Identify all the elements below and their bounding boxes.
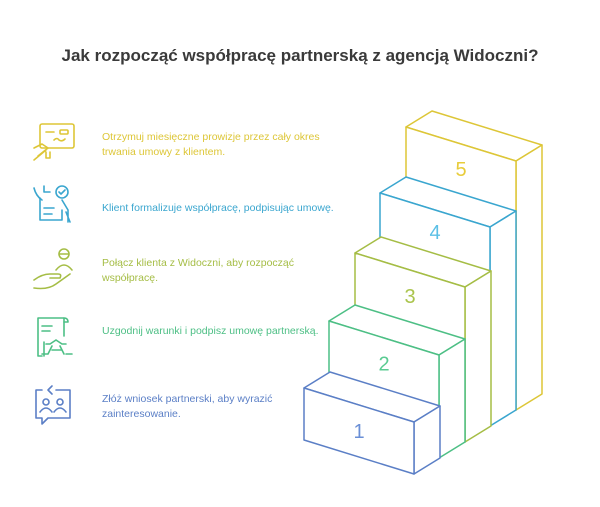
step-number-1: 1 xyxy=(353,421,364,443)
people-chat-icon xyxy=(35,385,71,425)
signing-document-icon xyxy=(33,185,71,223)
payment-card-icon xyxy=(33,123,75,161)
step-2-side-face xyxy=(438,338,466,459)
step-text-2: Uzgodnij warunki i podpisz umowę partner… xyxy=(102,325,319,337)
step-number-2: 2 xyxy=(378,354,389,376)
step-number-3: 3 xyxy=(404,286,415,308)
step-number-4: 4 xyxy=(429,222,440,244)
contract-handshake-icon xyxy=(37,317,73,357)
step-item-4: Klient formalizuje współpracę, podpisują… xyxy=(30,182,350,226)
page-title: Jak rozpocząć współpracę partnerską z ag… xyxy=(61,46,539,65)
step-1-front-face xyxy=(303,387,415,475)
step-text-4: Klient formalizuje współpracę, podpisują… xyxy=(102,202,334,214)
step-item-1: Złóż wniosek partnerski, aby wyrazić zai… xyxy=(30,382,350,426)
step-text-1: Złóż wniosek partnerski, aby wyrazić zai… xyxy=(102,393,273,420)
step-4-side-face xyxy=(489,210,517,427)
hand-person-icon xyxy=(33,248,73,290)
step-item-2: Uzgodnij warunki i podpisz umowę partner… xyxy=(30,314,350,358)
step-block-1 xyxy=(303,371,441,475)
step-item-3: Połącz klienta z Widoczni, aby rozpocząć… xyxy=(30,246,350,290)
step-number-layer: 1 2 3 4 5 xyxy=(353,159,466,443)
step-text-5: Otrzymuj miesięczne prowizje przez cały … xyxy=(102,131,320,158)
step-3-side-face xyxy=(464,270,492,443)
step-number-5: 5 xyxy=(455,159,466,181)
step-5-side-face xyxy=(515,144,543,411)
step-item-5: Otrzymuj miesięczne prowizje przez cały … xyxy=(30,120,350,164)
step-text-3: Połącz klienta z Widoczni, aby rozpocząć… xyxy=(102,257,294,284)
